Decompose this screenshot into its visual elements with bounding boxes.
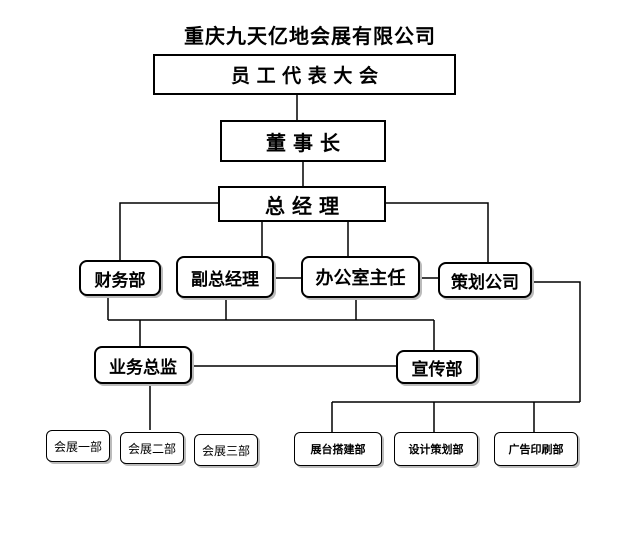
connector-planning-sub (532, 281, 581, 402)
node-design-planning: 设计策划部 (394, 432, 478, 466)
node-label: 董 事 长 (266, 130, 340, 155)
node-business-director: 业务总监 (94, 346, 192, 384)
node-general-manager: 总 经 理 (218, 186, 386, 222)
node-label: 会展三部 (201, 443, 250, 458)
node-label: 会展二部 (127, 441, 176, 456)
node-label: 设计策划部 (408, 443, 464, 456)
node-ad-printing: 广告印刷部 (494, 432, 578, 466)
node-expo-dept-2: 会展二部 (120, 432, 184, 464)
node-label: 展台搭建部 (310, 443, 366, 456)
node-deputy-gm: 副总经理 (176, 256, 274, 298)
node-label: 广告印刷部 (508, 443, 564, 456)
node-label: 宣传部 (411, 359, 463, 380)
node-staff-congress: 员 工 代 表 大 会 (153, 54, 456, 95)
node-expo-dept-1: 会展一部 (46, 430, 110, 462)
connector-gm-branch-right (386, 202, 489, 262)
node-planning-company: 策划公司 (438, 262, 532, 298)
node-chairman: 董 事 长 (220, 120, 386, 162)
node-label: 业务总监 (109, 357, 177, 378)
node-label: 总 经 理 (265, 193, 339, 218)
node-expo-dept-3: 会展三部 (194, 434, 258, 466)
node-booth-construction: 展台搭建部 (294, 432, 382, 466)
company-title: 重庆九天亿地会展有限公司 (184, 24, 436, 48)
node-office-director: 办公室主任 (301, 256, 420, 298)
node-finance: 财务部 (79, 260, 161, 296)
node-label: 办公室主任 (315, 268, 406, 289)
node-label: 副总经理 (191, 269, 259, 290)
node-publicity: 宣传部 (396, 350, 478, 384)
node-label: 员 工 代 表 大 会 (230, 65, 379, 87)
node-label: 策划公司 (451, 272, 519, 293)
node-label: 财务部 (94, 270, 146, 291)
node-label: 会展一部 (53, 439, 102, 454)
connector-gm-branch (119, 202, 220, 260)
